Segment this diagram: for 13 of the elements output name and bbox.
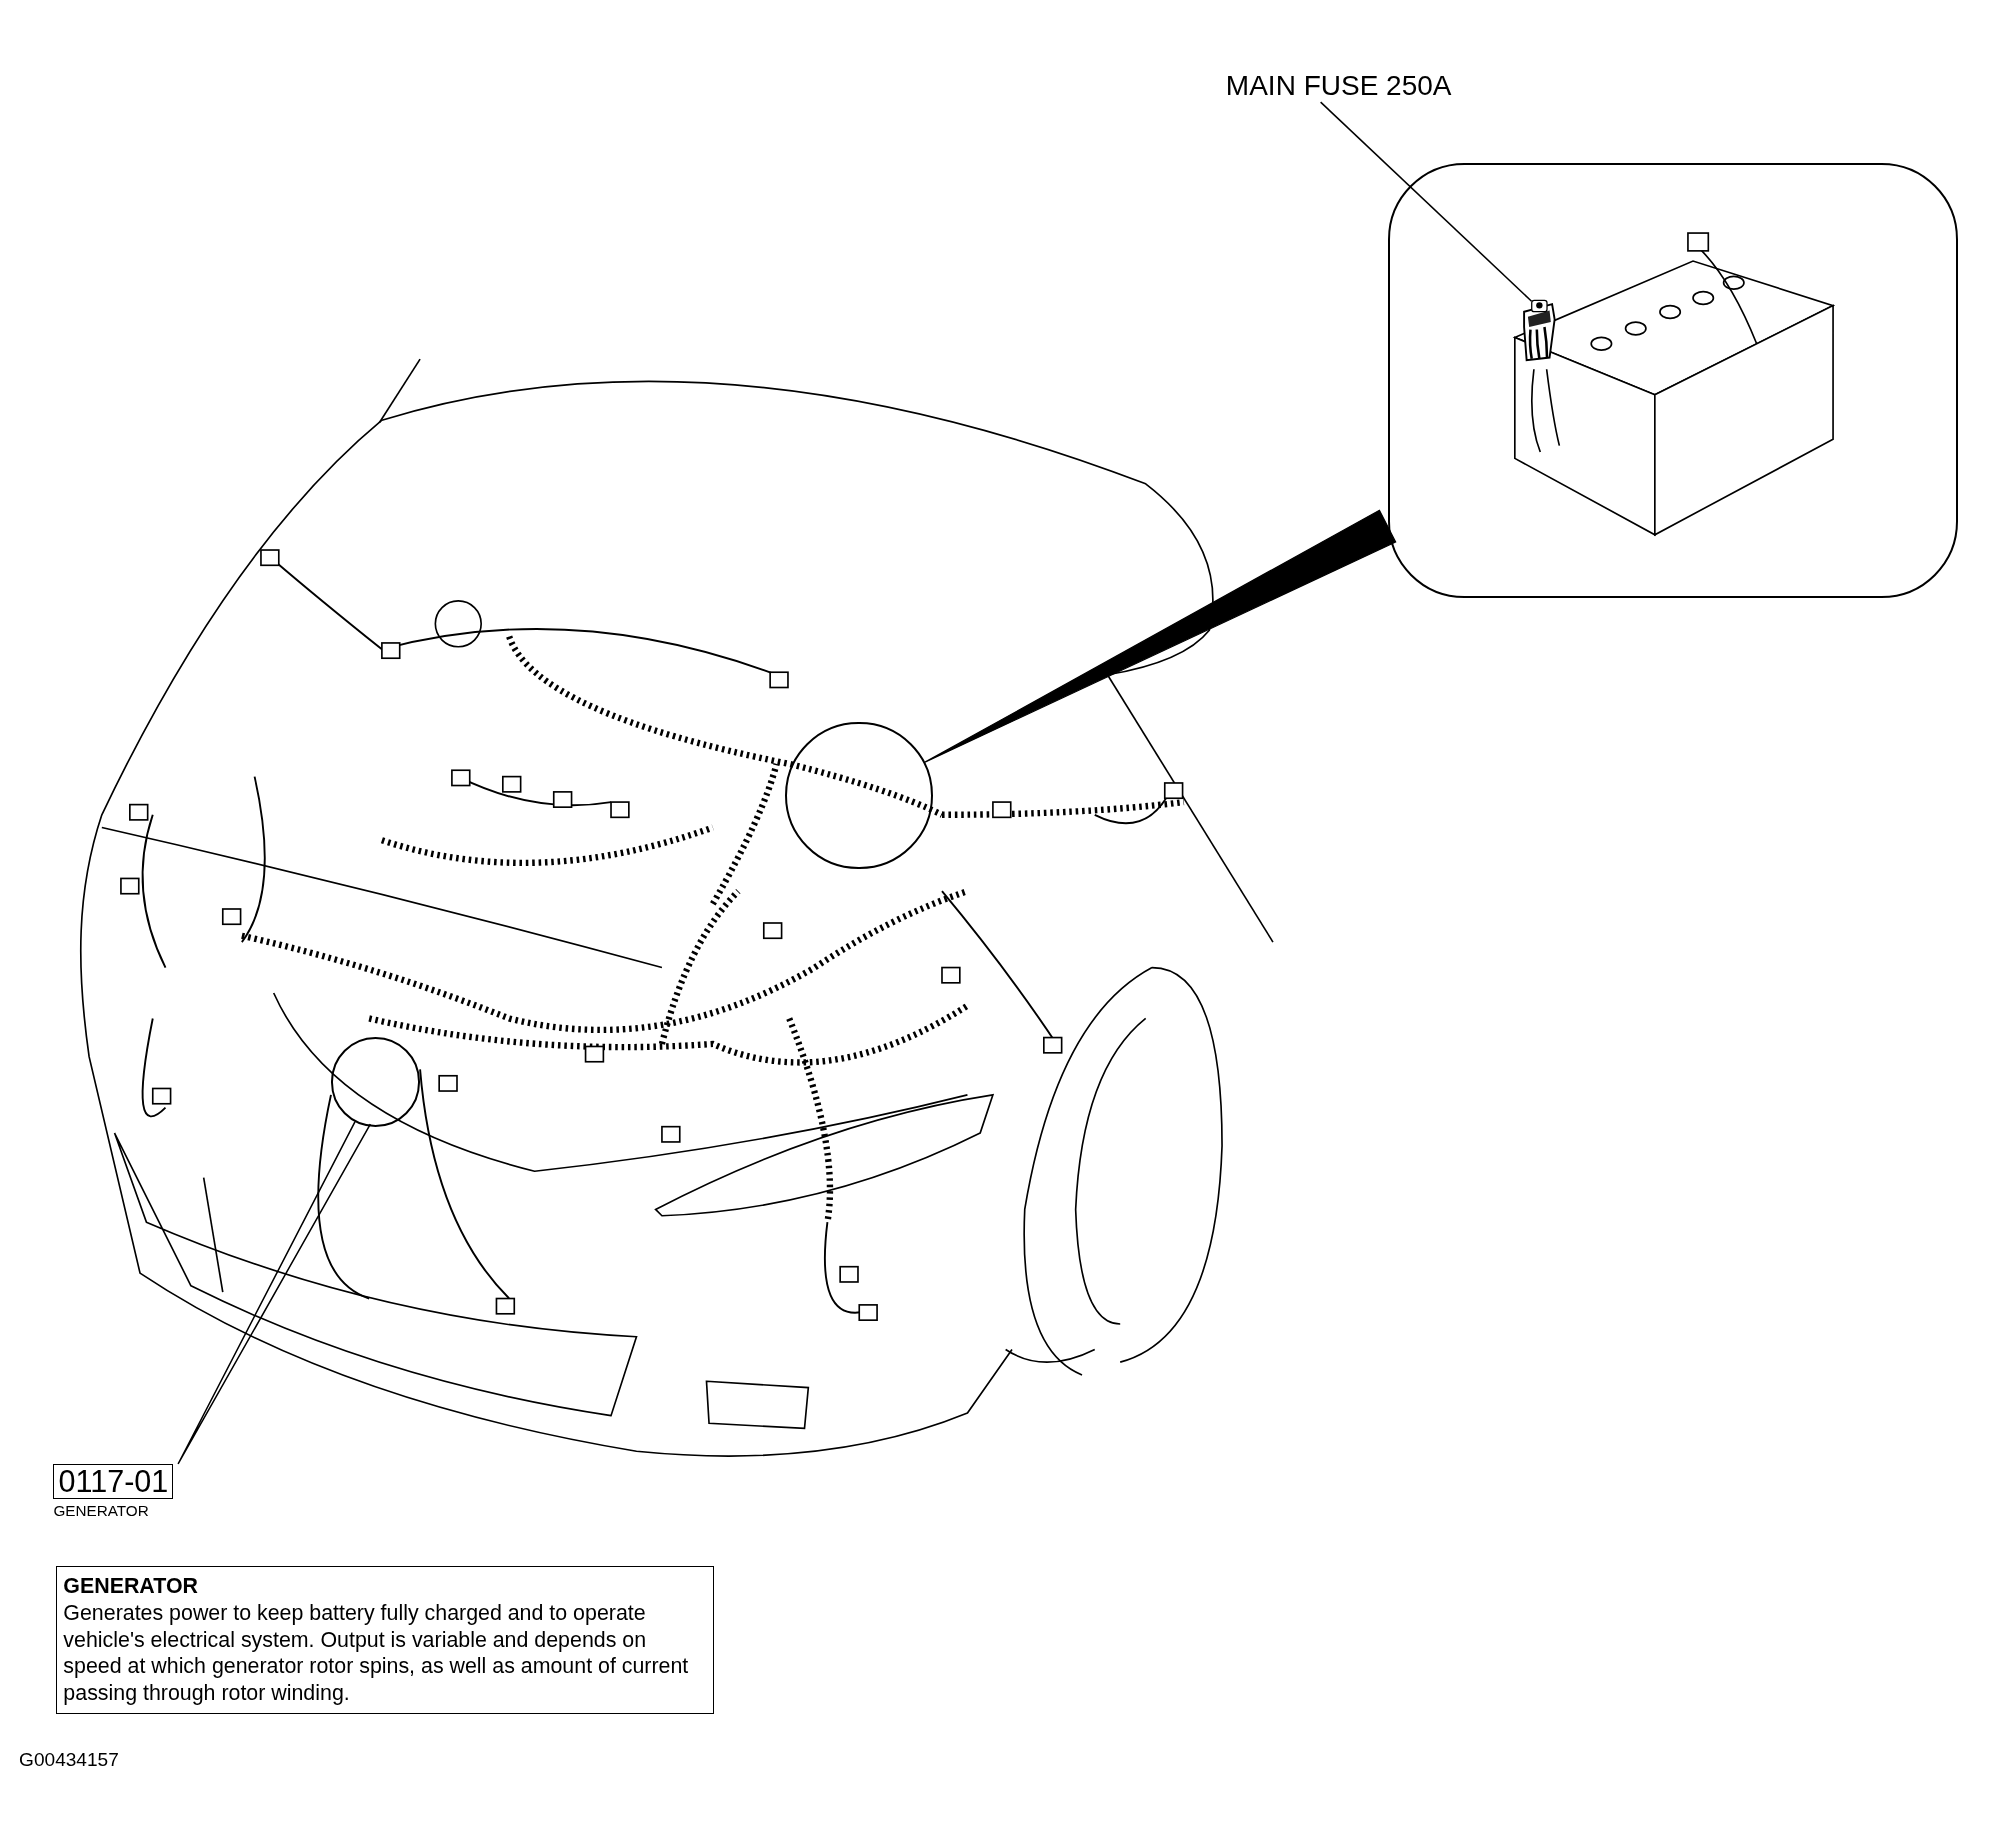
leader-line <box>1319 101 1533 302</box>
callout-circle <box>785 721 934 870</box>
leader-line <box>177 1120 372 1465</box>
figure-id: G00434157 <box>19 1749 119 1772</box>
callout-number: 0117-01 <box>53 1463 174 1500</box>
part-name: GENERATOR <box>53 1502 149 1520</box>
description-box <box>56 1565 715 1715</box>
callout-wedge <box>924 509 1397 763</box>
callout-label: MAIN FUSE 250A <box>1225 70 1452 102</box>
description-heading: GENERATOR <box>63 1573 199 1600</box>
detail-inset-panel <box>1387 162 1958 599</box>
description-text: Generates power to keep battery fully charged and to operate vehicle's electrical system. Output is variable and depends on speed at which generator rotor spins, as well as amount of current passing through rotor winding. <box>63 1599 690 1707</box>
callout-circle <box>330 1037 421 1127</box>
